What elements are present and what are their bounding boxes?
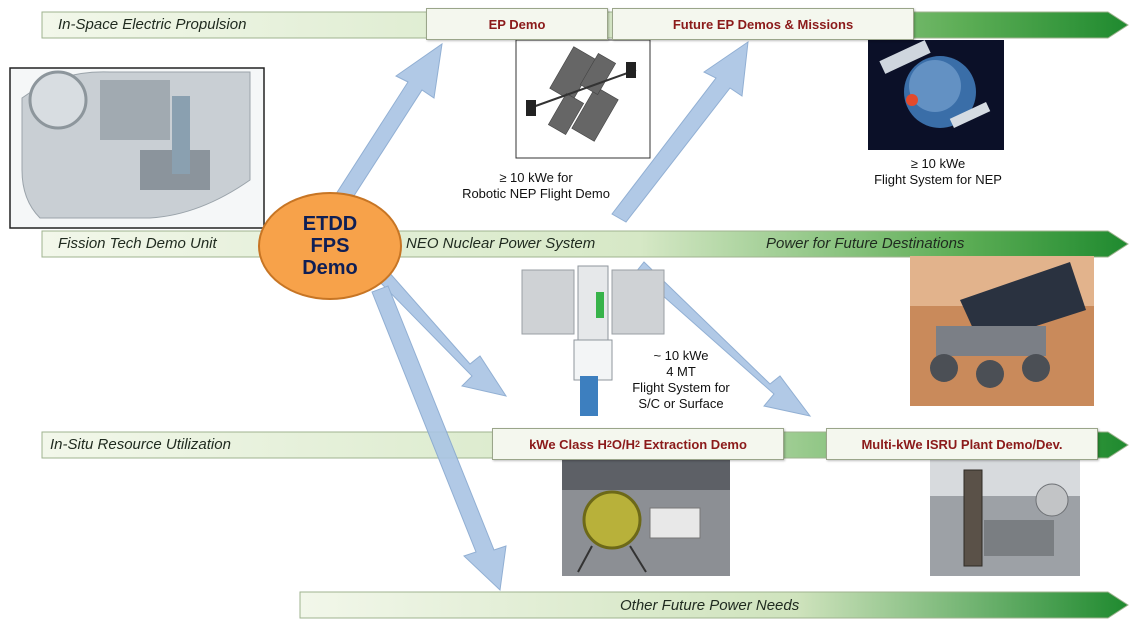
tag-ep-demo: EP Demo (426, 8, 608, 40)
lane-label-other-power: Other Future Power Needs (620, 597, 800, 614)
caption-neo-line3: Flight System for (632, 380, 730, 395)
lane-label-isru: In-Situ Resource Utilization (50, 436, 231, 453)
tag-kwe-suffix: Extraction Demo (640, 436, 747, 452)
tag-kwe-prefix: kWe Class H (529, 436, 607, 452)
mars-rover-image (910, 256, 1094, 406)
flow-arrow-future-ep (611, 40, 749, 223)
caption-flight-nep-line2: Flight System for NEP (874, 172, 1002, 187)
caption-flight-nep-line1: ≥ 10 kWe (910, 156, 966, 171)
extraction-demo-image (562, 460, 730, 576)
caption-robotic-nep-line2: Robotic NEP Flight Demo (462, 186, 610, 201)
lane-other-power (299, 591, 1129, 619)
caption-flight-nep: ≥ 10 kWe Flight System for NEP (838, 156, 1038, 188)
tag-kwe-sub2: 2 (635, 439, 641, 449)
caption-neo-line2: 4 MT (666, 364, 696, 379)
hub-line-etdd: ETDD (302, 213, 358, 235)
caption-robotic-nep: ≥ 10 kWe for Robotic NEP Flight Demo (426, 170, 646, 202)
flow-arrow-isru (371, 285, 507, 592)
lane-label-neo-power: NEO Nuclear Power System (406, 235, 596, 252)
tag-isru-plant-demo: Multi-kWe ISRU Plant Demo/Dev. (826, 428, 1098, 460)
caption-neo-system: ~ 10 kWe 4 MT Flight System for S/C or S… (606, 348, 756, 412)
hub-line-demo: Demo (302, 257, 358, 279)
tag-kwe-mid: O/H (611, 436, 635, 452)
neo-power-system-image (521, 265, 665, 416)
caption-robotic-nep-line1: ≥ 10 kWe for (499, 170, 573, 185)
tag-future-ep-demos: Future EP Demos & Missions (612, 8, 914, 40)
isru-plant-image (930, 460, 1080, 576)
caption-neo-line4: S/C or Surface (638, 396, 724, 411)
fission-reactor-image (9, 67, 265, 229)
tag-kwe-sub1: 2 (606, 439, 612, 449)
etdd-fps-demo-hub: ETDD FPS Demo (258, 192, 402, 300)
lane-label-future-destinations: Power for Future Destinations (766, 235, 965, 252)
lane-label-in-space-ep: In-Space Electric Propulsion (58, 16, 247, 33)
ep-spacecraft-image (515, 39, 651, 159)
lane-label-fission-demo: Fission Tech Demo Unit (58, 235, 217, 252)
nep-spacecraft-image (868, 40, 1004, 150)
caption-neo-line1: ~ 10 kWe (653, 348, 709, 363)
hub-line-fps: FPS (310, 235, 350, 257)
